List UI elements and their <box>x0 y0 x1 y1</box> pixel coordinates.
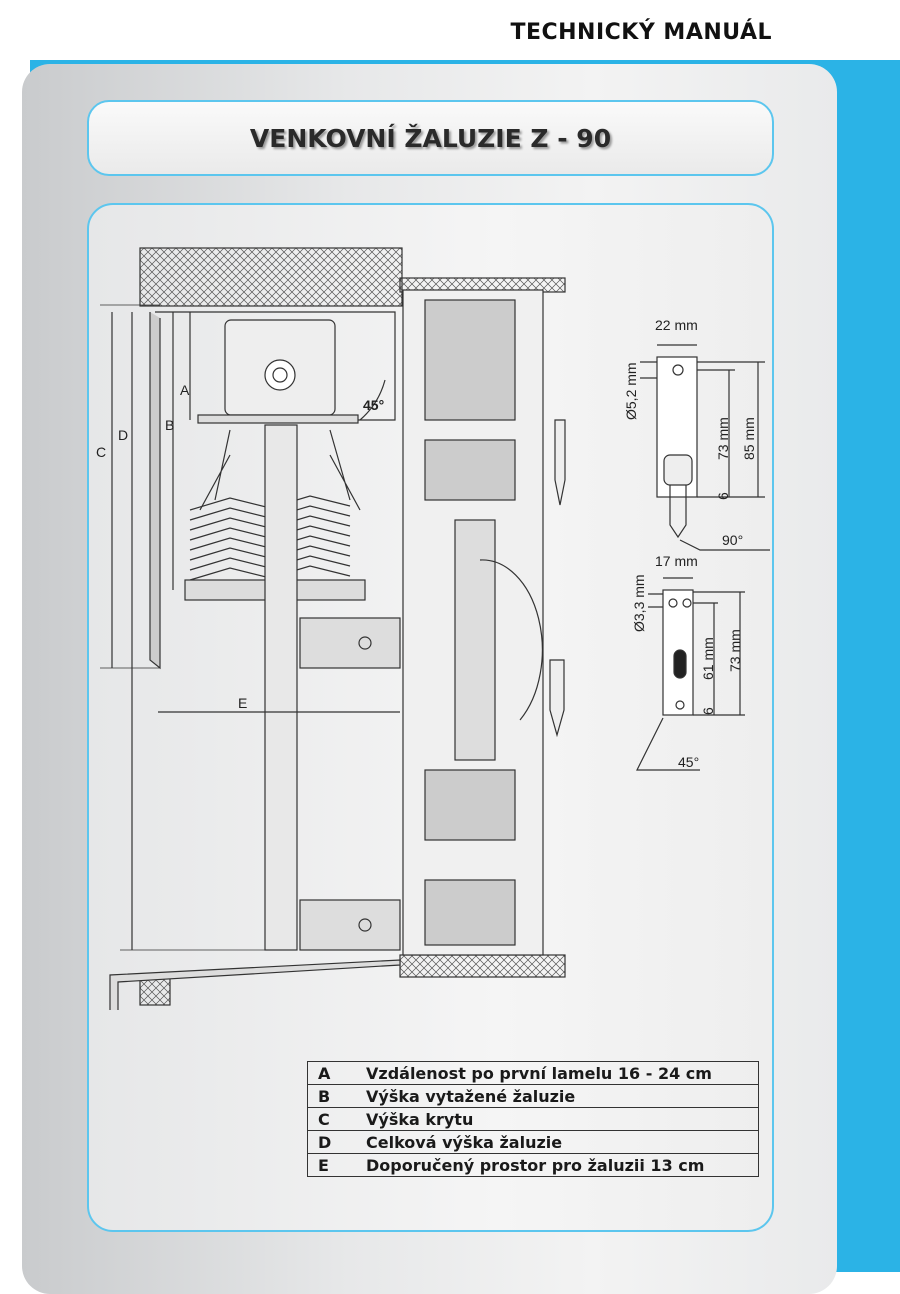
bottom-offset: 6 <box>700 707 716 715</box>
legend-key: B <box>307 1084 362 1108</box>
lintel-wall <box>139 247 403 307</box>
legend-text: Doporučený prostor pro žaluzii 13 cm <box>362 1153 759 1177</box>
top-h1: 73 mm <box>715 417 731 460</box>
legend-key: E <box>307 1153 362 1177</box>
legend-key: A <box>307 1061 362 1085</box>
label-d: D <box>118 427 128 443</box>
label-b: B <box>165 417 174 433</box>
bottom-hole: Ø3,3 mm <box>631 574 647 632</box>
label-angle: 45° <box>363 397 384 413</box>
bottom-h2: 73 mm <box>727 629 743 672</box>
label-c: C <box>96 444 106 460</box>
top-offset: 6 <box>715 492 731 500</box>
top-hole: Ø5,2 mm <box>623 362 639 420</box>
legend-text: Výška krytu <box>362 1107 759 1131</box>
bottom-width: 17 mm <box>655 553 698 569</box>
legend-key: C <box>307 1107 362 1131</box>
top-h2: 85 mm <box>741 417 757 460</box>
bottom-h1: 61 mm <box>700 637 716 680</box>
label-a: A <box>180 382 190 398</box>
legend-text: Celková výška žaluzie <box>362 1130 759 1154</box>
legend-key: D <box>307 1130 362 1154</box>
header-title: TECHNICKÝ MANUÁL <box>510 20 772 45</box>
title-box: VENKOVNÍ ŽALUZIE Z - 90 <box>87 100 774 176</box>
legend-text: Vzdálenost po první lamelu 16 - 24 cm <box>362 1061 759 1085</box>
bottom-angle: 45° <box>678 754 699 770</box>
top-width: 22 mm <box>655 317 698 333</box>
legend-text: Výška vytažené žaluzie <box>362 1084 759 1108</box>
page-title: VENKOVNÍ ŽALUZIE Z - 90 <box>249 123 612 153</box>
label-e: E <box>238 695 247 711</box>
top-angle: 90° <box>722 532 743 548</box>
sill-wall <box>399 954 566 978</box>
